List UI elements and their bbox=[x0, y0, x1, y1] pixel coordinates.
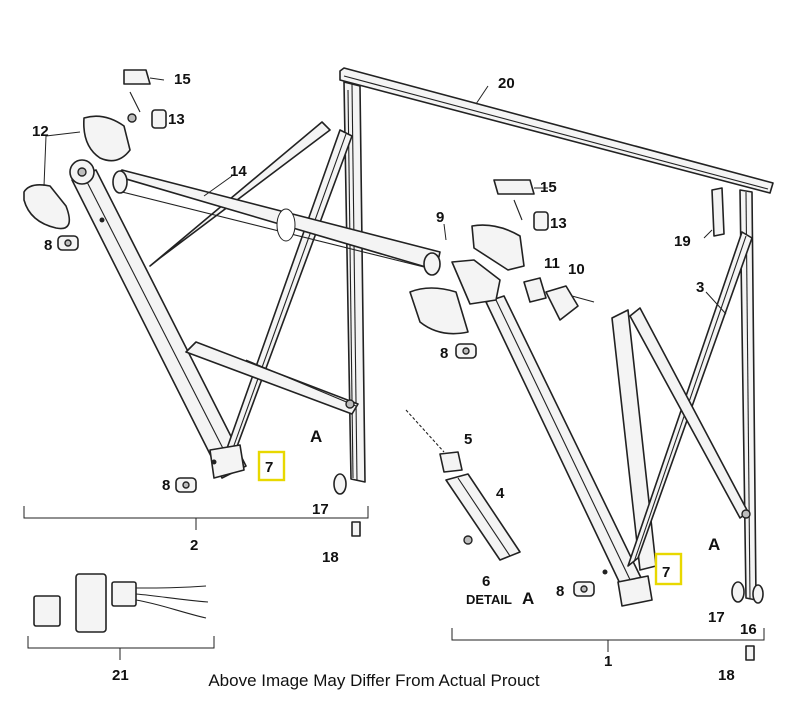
group-brackets bbox=[23, 506, 765, 660]
callout-7-left: 7 bbox=[265, 459, 273, 476]
callout-1: 1 bbox=[604, 653, 612, 670]
callout-14: 14 bbox=[230, 163, 247, 180]
callout-9: 9 bbox=[436, 209, 444, 226]
callout-8-c: 8 bbox=[162, 477, 170, 494]
callout-3: 3 bbox=[696, 279, 704, 296]
switch-21 bbox=[33, 573, 209, 633]
callout-a-right: A bbox=[708, 535, 720, 554]
callout-13-right: 13 bbox=[550, 215, 567, 232]
right-arm-assembly bbox=[485, 231, 753, 607]
callout-6: 6 bbox=[482, 573, 490, 590]
callout-15-right: 15 bbox=[540, 179, 557, 196]
placard-19 bbox=[711, 187, 725, 237]
callout-17-right: 17 bbox=[708, 609, 725, 626]
bracket-8-symbols bbox=[57, 235, 595, 597]
disclaimer-caption: Above Image May Differ From Actual Prouc… bbox=[208, 671, 540, 690]
left-bracket-parts bbox=[123, 69, 167, 129]
left-end-cap bbox=[23, 115, 131, 230]
callout-19: 19 bbox=[674, 233, 691, 250]
roller-tube bbox=[112, 169, 441, 276]
right-head-parts bbox=[409, 224, 595, 335]
callout-15-left: 15 bbox=[174, 71, 191, 88]
callout-18-left: 18 bbox=[322, 549, 339, 566]
detail-label: DETAIL bbox=[466, 592, 512, 607]
awning-rail bbox=[339, 67, 774, 194]
callout-8-a: 8 bbox=[44, 237, 52, 254]
right-bracket-parts bbox=[493, 179, 549, 231]
callout-21: 21 bbox=[112, 667, 129, 684]
callout-8-d: 8 bbox=[556, 583, 564, 600]
callout-10: 10 bbox=[568, 261, 585, 278]
callout-labels: 15 13 12 14 8 20 15 13 9 19 11 10 3 8 A … bbox=[32, 71, 757, 684]
callout-2: 2 bbox=[190, 537, 198, 554]
callout-4: 4 bbox=[496, 485, 505, 502]
highlight-box-right-7 bbox=[654, 552, 683, 586]
callout-17-left: 17 bbox=[312, 501, 329, 518]
callout-a-left: A bbox=[310, 427, 322, 446]
callout-8-b: 8 bbox=[440, 345, 448, 362]
callout-5: 5 bbox=[464, 431, 472, 448]
callout-18-right: 18 bbox=[718, 667, 735, 684]
small-parts-16-17-18 bbox=[333, 473, 764, 661]
detail-letter: A bbox=[522, 589, 534, 608]
left-arm-assembly bbox=[71, 121, 359, 479]
callout-11: 11 bbox=[544, 255, 560, 272]
leader-lines bbox=[43, 77, 727, 315]
callout-13-left: 13 bbox=[168, 111, 185, 128]
callout-16: 16 bbox=[740, 621, 757, 638]
callout-20: 20 bbox=[498, 75, 515, 92]
detail-a-parts bbox=[405, 409, 521, 561]
callout-12: 12 bbox=[32, 123, 49, 140]
highlight-box-left-7 bbox=[257, 450, 286, 482]
callout-7-right: 7 bbox=[662, 564, 670, 581]
